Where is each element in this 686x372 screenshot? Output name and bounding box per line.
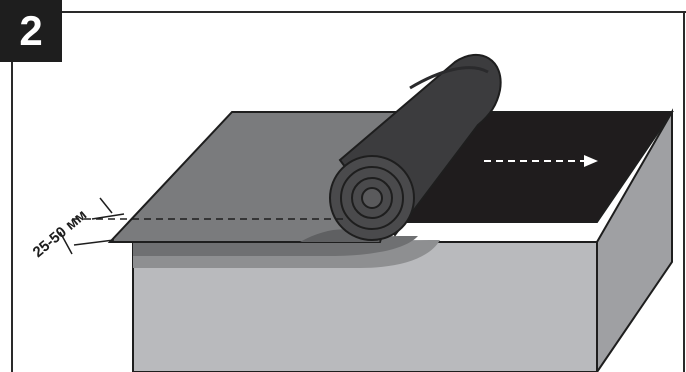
dimension-leader-bottom [73, 239, 115, 246]
membrane-roll [329, 53, 502, 241]
step-number: 2 [19, 7, 43, 54]
roll-highlight [409, 66, 489, 90]
step-number-badge: 2 [0, 0, 62, 62]
dimension-tick-upper [99, 197, 113, 214]
block-front-face [132, 241, 598, 372]
overlap-dimension-label: 25-50 мм [30, 206, 91, 261]
roll-core [361, 187, 383, 209]
dimension-tick-lower [59, 231, 73, 255]
block-side-face [596, 108, 673, 372]
dashed-arrow-right-icon [484, 155, 598, 167]
dimension-leader-top [91, 213, 125, 220]
overlap-dimension: 25-50 мм [30, 197, 125, 261]
